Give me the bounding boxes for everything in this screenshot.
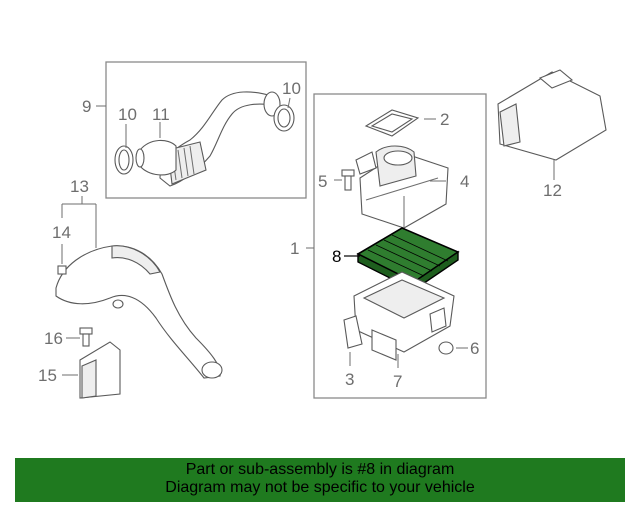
callout-2: 2 xyxy=(440,110,449,129)
callout-13: 13 xyxy=(70,177,89,196)
engine-cover-part-12[interactable] xyxy=(497,69,607,161)
banner-line-1: Part or sub-assembly is #8 in diagram xyxy=(185,461,455,478)
callout-10-left: 10 xyxy=(118,105,137,124)
callout-8: 8 xyxy=(332,247,341,266)
callout-6: 6 xyxy=(470,339,479,358)
lower-housing-part-7[interactable] xyxy=(353,271,455,361)
callout-3: 3 xyxy=(345,370,354,389)
callout-11: 11 xyxy=(152,105,170,124)
info-banner: Part or sub-assembly is #8 in diagram Di… xyxy=(15,458,625,502)
callout-14: 14 xyxy=(52,223,71,242)
group-box-1 xyxy=(313,93,487,399)
air-duct-part-13[interactable] xyxy=(55,245,223,379)
callout-16: 16 xyxy=(44,329,63,348)
group-box-9 xyxy=(105,61,307,199)
bolt-part-5[interactable] xyxy=(341,169,355,191)
hose-clamp-part-10-right[interactable] xyxy=(273,104,295,132)
parts-diagram: 9 10 11 10 2 5 4 1 8 6 3 7 12 13 14 16 1… xyxy=(38,61,607,399)
screw-part-16[interactable] xyxy=(79,327,93,347)
bracket-part-3[interactable] xyxy=(343,315,363,349)
hose-clamp-part-10-left[interactable] xyxy=(114,145,134,175)
callout-4: 4 xyxy=(460,172,469,191)
intake-hose-part-9[interactable] xyxy=(159,91,281,187)
clip-part-14[interactable] xyxy=(57,265,67,275)
banner-line-2: Diagram may not be specific to your vehi… xyxy=(165,479,475,496)
callout-5: 5 xyxy=(318,172,327,191)
upper-cover-part-4[interactable] xyxy=(355,145,449,229)
shield-part-15[interactable] xyxy=(79,341,121,399)
callout-1: 1 xyxy=(290,239,299,258)
callout-10-right: 10 xyxy=(282,79,301,98)
elbow-part-11[interactable] xyxy=(135,139,177,176)
leader-lines xyxy=(61,97,555,376)
callout-12: 12 xyxy=(543,181,562,200)
callout-15: 15 xyxy=(38,366,57,385)
gasket-part-2[interactable] xyxy=(364,109,420,137)
grommet-part-6[interactable] xyxy=(438,341,454,355)
callout-7: 7 xyxy=(393,372,402,391)
callout-9: 9 xyxy=(82,97,91,116)
